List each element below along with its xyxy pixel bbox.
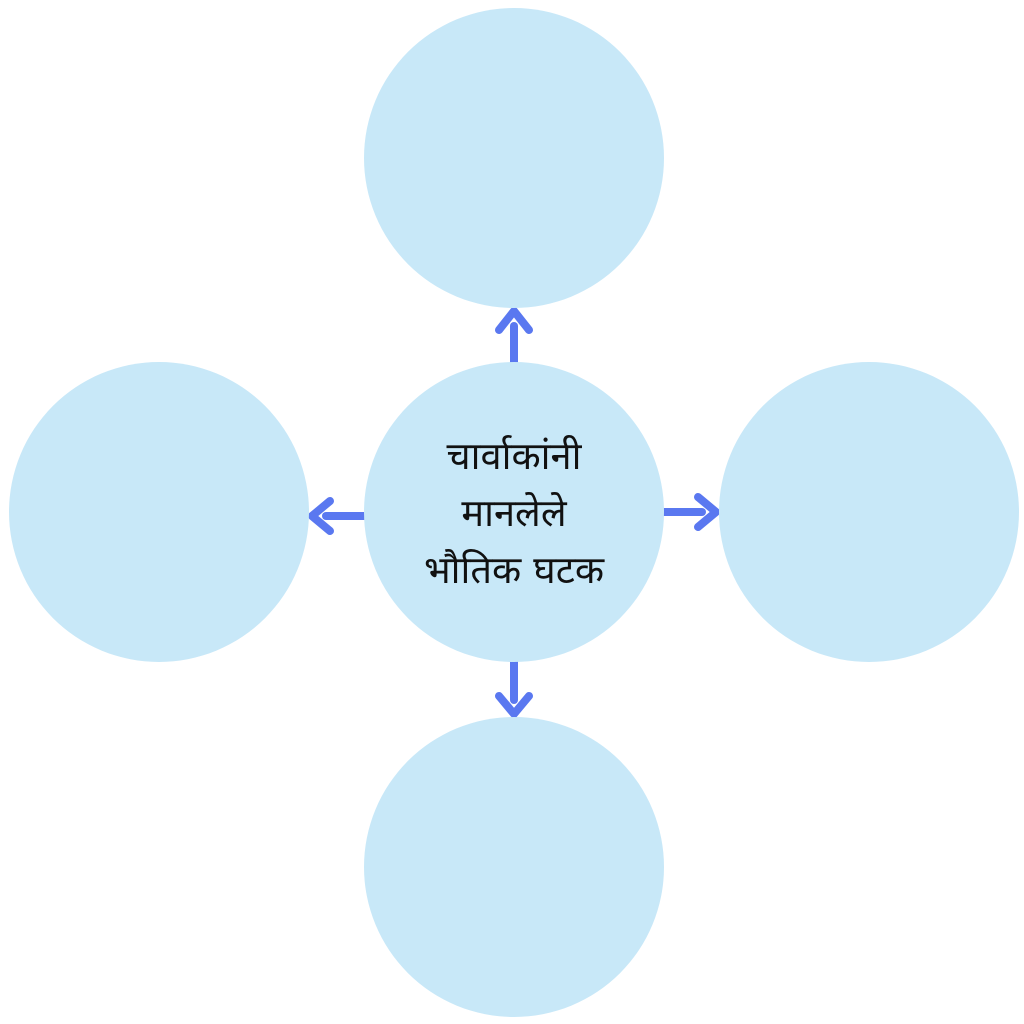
center-label: चार्वाकांनी मानलेले भौतिक घटक <box>424 426 604 599</box>
center-label-line-3: भौतिक घटक <box>423 547 605 592</box>
branch-circle-left <box>9 362 309 662</box>
center-label-line-1: चार्वाकांनी <box>446 433 582 478</box>
arrow-left <box>308 497 368 535</box>
arrow-right <box>660 493 720 531</box>
center-circle: चार्वाकांनी मानलेले भौतिक घटक <box>364 362 664 662</box>
branch-circle-bottom <box>364 717 664 1017</box>
branch-circle-top <box>364 8 664 308</box>
arrow-up <box>495 307 533 366</box>
branch-circle-right <box>719 362 1019 662</box>
center-label-line-2: मानलेले <box>461 490 567 535</box>
arrow-down <box>495 658 533 718</box>
